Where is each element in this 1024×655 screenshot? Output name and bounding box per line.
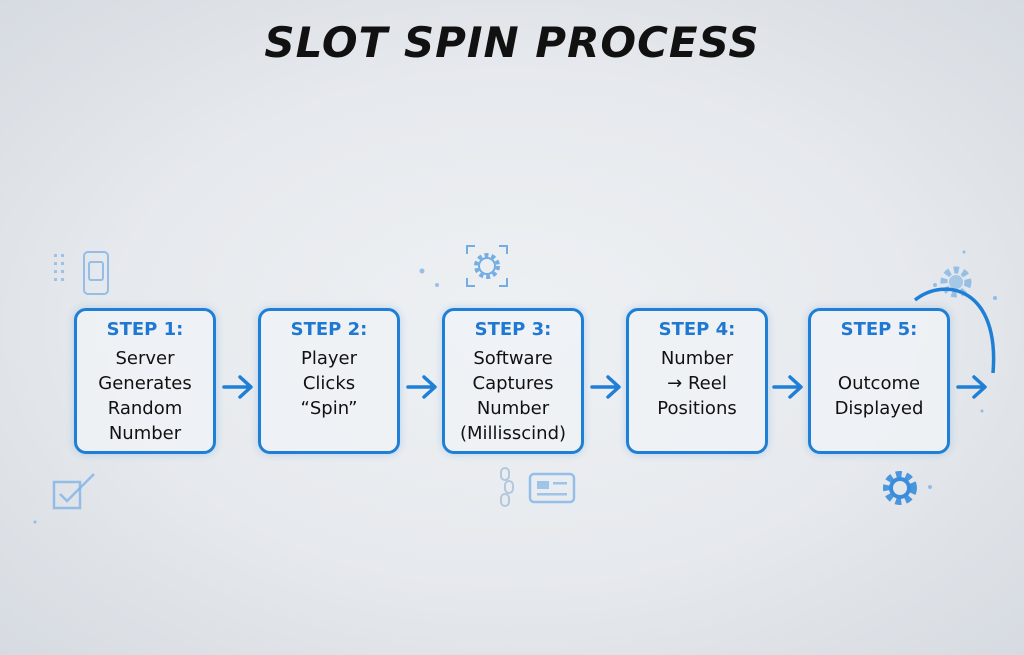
step-text: Software Captures Number (Millisscind)	[459, 348, 567, 444]
step-label: STEP 1:	[106, 319, 184, 340]
step-label: STEP 5:	[840, 319, 918, 340]
step-text: Player Clicks “Spin”	[300, 348, 358, 419]
step-text: Number → Reel Positions	[657, 348, 737, 419]
gear-scan-icon	[466, 245, 508, 287]
step-box-3: STEP 3: Software Captures Number (Millis…	[442, 308, 584, 454]
chain-link-icon	[500, 467, 514, 507]
step-box-2: STEP 2: Player Clicks “Spin”	[258, 308, 400, 454]
gear-icon	[883, 471, 917, 505]
step-label: STEP 3:	[474, 319, 552, 340]
step-text: Outcome Displayed	[834, 373, 924, 419]
step-box-4: STEP 4: Number → Reel Positions	[626, 308, 768, 454]
id-card-icon	[528, 472, 576, 504]
arrow-right-icon	[772, 375, 803, 399]
gear-icon	[940, 266, 972, 298]
step-box-1: STEP 1: Server Generates Random Number	[74, 308, 216, 454]
checkbox-icon	[52, 473, 95, 510]
arrow-right-icon	[956, 375, 987, 399]
phone-circuit-icon	[54, 251, 109, 295]
arrow-right-icon	[222, 375, 253, 399]
step-text: Server Generates Random Number	[98, 348, 192, 444]
step-label: STEP 2:	[290, 319, 368, 340]
loop-arc-icon	[913, 287, 996, 374]
arrow-right-icon	[590, 375, 621, 399]
page-title: SLOT SPIN PROCESS	[264, 18, 760, 67]
arrow-right-icon	[406, 375, 437, 399]
step-label: STEP 4:	[658, 319, 736, 340]
step-box-5: STEP 5: Outcome Displayed	[808, 308, 950, 454]
